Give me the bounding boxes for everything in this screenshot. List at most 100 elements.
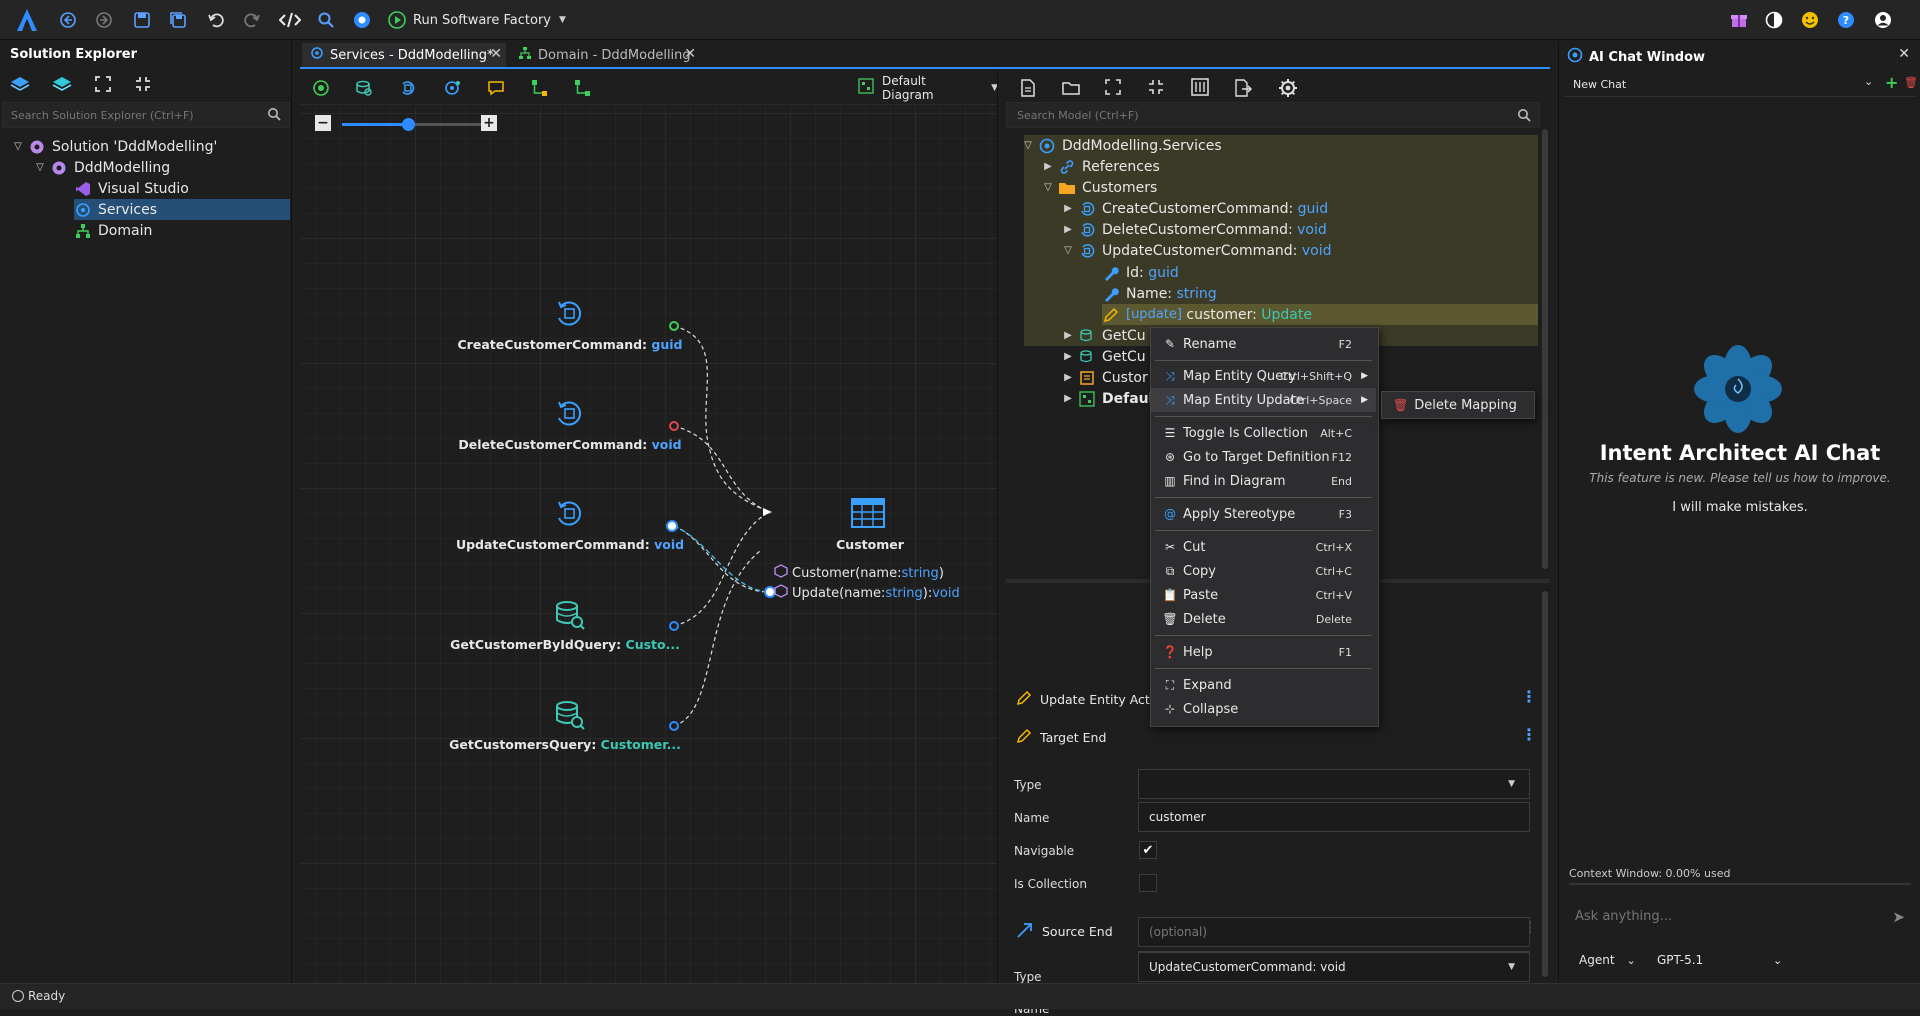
search-icon[interactable] <box>1517 108 1531 126</box>
solution-search-input[interactable] <box>3 103 253 127</box>
source-type-select[interactable]: UpdateCustomerCommand: void▼ <box>1138 952 1530 982</box>
menu-item-collapse[interactable]: ⊹Collapse <box>1151 697 1376 721</box>
close-panel-icon[interactable]: ✕ <box>1898 46 1910 62</box>
model-tree-scrollbar[interactable] <box>1540 129 1550 574</box>
model-tree-custo[interactable]: ▶ Custor <box>1062 367 1148 388</box>
expand-toggle-icon[interactable]: ▶ <box>1062 224 1074 235</box>
diagram-node-delete-command[interactable]: DeleteCustomerCommand: void <box>458 437 681 452</box>
menu-item-delete[interactable]: 🗑DeleteDelete <box>1151 607 1376 631</box>
model-tree-field-name[interactable]: Name: string <box>1102 283 1217 304</box>
expand-toggle-icon[interactable]: ▽ <box>34 162 46 173</box>
forward-icon[interactable] <box>92 8 116 32</box>
model-tree-get-cu-2[interactable]: ▶ GetCu <box>1062 346 1146 367</box>
theme-contrast-icon[interactable] <box>1762 8 1786 32</box>
tree-item-visual-studio[interactable]: Visual Studio <box>74 178 189 199</box>
expand-toggle-icon[interactable]: ▶ <box>1062 330 1074 341</box>
model-tree-get-cu-1[interactable]: ▶ GetCu <box>1062 325 1146 346</box>
entity-operation-update[interactable]: Update(name: string): void <box>774 584 960 602</box>
chat-input-box[interactable]: ➤ <box>1569 896 1911 942</box>
tree-item-solution[interactable]: ▽ Solution 'DddModelling' <box>12 136 217 157</box>
gift-icon[interactable] <box>1727 8 1751 32</box>
menu-item-rename[interactable]: ✎RenameF2 <box>1151 332 1376 356</box>
model-tree-delete-command[interactable]: ▶ DeleteCustomerCommand: void <box>1062 219 1327 240</box>
layers-icon[interactable] <box>10 75 30 97</box>
source-name-input[interactable]: (optional) <box>1138 917 1530 947</box>
entity-name[interactable]: Customer <box>836 537 904 552</box>
menu-item-apply-stereotype[interactable]: @Apply StereotypeF3 <box>1151 502 1376 526</box>
navigable-checkbox[interactable]: ✔ <box>1139 841 1157 859</box>
collapse-all-icon[interactable] <box>134 75 152 97</box>
menu-item-map-entity-update[interactable]: ⤨Map Entity UpdateCtrl+Space▶ <box>1151 388 1376 412</box>
expand-toggle-icon[interactable]: ▶ <box>1062 203 1074 214</box>
update-entity-action-section[interactable]: Update Entity Action <box>1016 690 1169 709</box>
chat-session-select[interactable]: New Chat <box>1565 73 1915 97</box>
model-tree-create-command[interactable]: ▶ CreateCustomerCommand: guid <box>1062 198 1328 219</box>
menu-item-cut[interactable]: ✂CutCtrl+X <box>1151 535 1376 559</box>
diagram-node-get-customer-by-id[interactable]: GetCustomerByIdQuery: Custo... <box>450 637 680 652</box>
menu-item-find-in-diagram[interactable]: ▥Find in DiagramEnd <box>1151 469 1376 493</box>
expand-all-icon[interactable] <box>1105 79 1121 99</box>
send-icon[interactable]: ➤ <box>1892 908 1905 926</box>
run-software-factory-button[interactable]: Run Software Factory ▼ <box>388 9 566 31</box>
user-account-icon[interactable] <box>1871 8 1895 32</box>
model-search-box[interactable] <box>1006 102 1540 128</box>
scrollbar-thumb[interactable] <box>1542 591 1548 977</box>
menu-item-go-to-target[interactable]: ⊛Go to Target DefinitionF12 <box>1151 445 1376 469</box>
find-in-diagram-icon[interactable] <box>1191 78 1209 100</box>
tree-item-domain[interactable]: Domain <box>74 220 152 241</box>
model-tree-field-id[interactable]: Id: guid <box>1102 262 1179 283</box>
scrollbar-thumb[interactable] <box>1542 129 1548 569</box>
layers-alt-icon[interactable] <box>52 75 72 97</box>
save-all-icon[interactable] <box>166 8 190 32</box>
menu-item-map-entity-query[interactable]: ⤨Map Entity QueryCtrl+Shift+Q▶ <box>1151 364 1376 388</box>
delete-chat-icon[interactable]: 🗑 <box>1904 76 1918 89</box>
model-tree-update-command[interactable]: ▽ UpdateCustomerCommand: void <box>1062 240 1331 261</box>
menu-item-help[interactable]: ❓HelpF1 <box>1151 640 1376 664</box>
expand-toggle-icon[interactable]: ▶ <box>1062 393 1074 404</box>
more-options-icon[interactable]: ⋮ <box>1521 725 1537 744</box>
tree-item-services[interactable]: Services <box>74 199 157 220</box>
target-type-select[interactable]: ▼ <box>1138 769 1530 799</box>
redo-icon[interactable] <box>240 8 264 32</box>
expand-toggle-icon[interactable]: ▶ <box>1062 372 1074 383</box>
menu-item-delete-mapping[interactable]: Delete Mapping <box>1414 398 1517 413</box>
target-name-input[interactable]: customer <box>1138 802 1530 832</box>
is-collection-checkbox[interactable] <box>1139 874 1157 892</box>
target-end-section[interactable]: Target End <box>1016 728 1106 747</box>
properties-scrollbar[interactable] <box>1540 587 1550 983</box>
settings-gear-icon[interactable] <box>1278 78 1298 102</box>
expand-toggle-icon[interactable]: ▽ <box>1042 182 1054 193</box>
diagram-node-update-command[interactable]: UpdateCustomerCommand: void <box>456 537 684 552</box>
export-icon[interactable] <box>1234 79 1252 101</box>
close-tab-icon[interactable]: ✕ <box>490 46 502 62</box>
close-tab-icon[interactable]: ✕ <box>684 46 696 62</box>
collapse-all-icon[interactable] <box>1148 79 1164 99</box>
open-folder-icon[interactable] <box>1062 79 1080 101</box>
tab-services[interactable]: Services - DddModelling* ✕ <box>302 43 506 67</box>
settings-gear-icon[interactable] <box>350 8 374 32</box>
code-icon[interactable] <box>278 8 302 32</box>
solution-search-box[interactable] <box>2 102 290 128</box>
save-icon[interactable] <box>130 8 154 32</box>
expand-toggle-icon[interactable]: ▶ <box>1042 161 1054 172</box>
chevron-down-icon[interactable]: ▼ <box>559 15 566 25</box>
search-icon[interactable] <box>314 8 338 32</box>
back-icon[interactable] <box>56 8 80 32</box>
tab-domain[interactable]: Domain - DddModelling ✕ <box>512 43 702 67</box>
undo-icon[interactable] <box>204 8 228 32</box>
model-search-input[interactable] <box>1007 103 1487 127</box>
more-options-icon[interactable]: ⋮ <box>1521 687 1537 706</box>
menu-item-paste[interactable]: 📋PasteCtrl+V <box>1151 583 1376 607</box>
agent-mode-select[interactable]: Agent ⌄ <box>1579 953 1636 967</box>
model-select[interactable]: GPT-5.1 ⌄ <box>1657 953 1777 967</box>
feedback-smiley-icon[interactable] <box>1798 8 1822 32</box>
help-icon[interactable]: ? <box>1834 8 1858 32</box>
diagram-node-create-command[interactable]: CreateCustomerCommand: guid <box>458 337 683 352</box>
model-tree-references[interactable]: ▶ References <box>1042 156 1160 177</box>
new-file-icon[interactable] <box>1020 79 1036 101</box>
expand-all-icon[interactable] <box>94 75 112 97</box>
search-icon[interactable] <box>267 107 281 125</box>
expand-toggle-icon[interactable]: ▽ <box>12 141 24 152</box>
add-chat-icon[interactable]: + <box>1885 73 1898 92</box>
expand-toggle-icon[interactable]: ▽ <box>1022 140 1034 151</box>
